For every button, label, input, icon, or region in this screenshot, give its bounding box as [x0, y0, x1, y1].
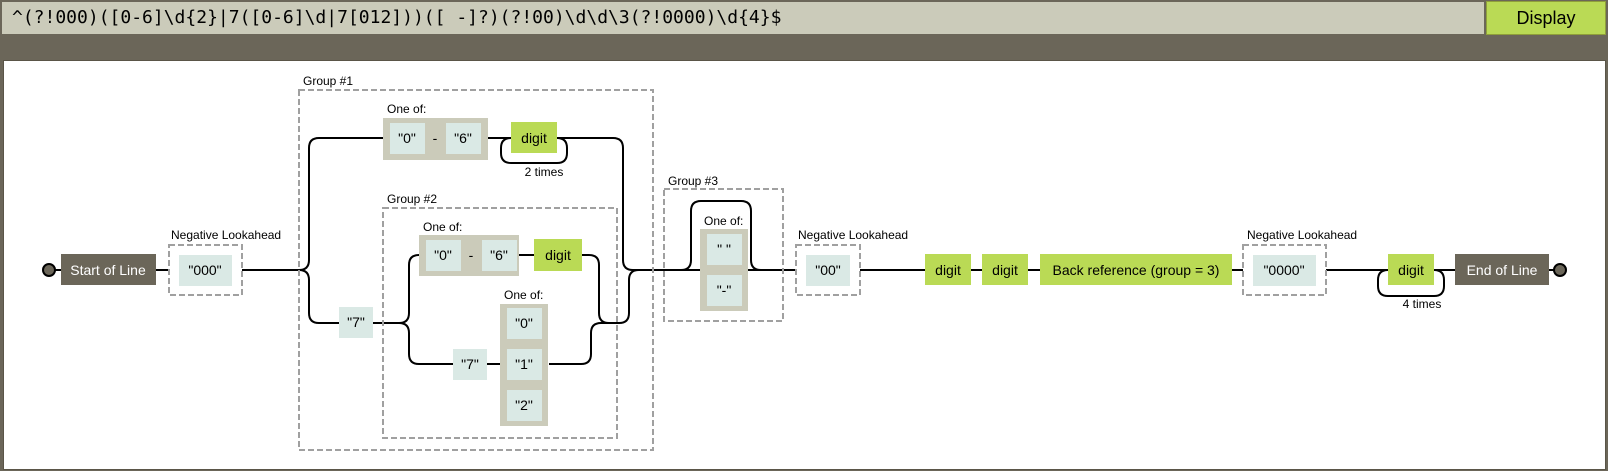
svg-text:2 times: 2 times	[525, 165, 564, 179]
end-of-line-node: End of Line	[1455, 254, 1549, 285]
svg-text:Negative Lookahead: Negative Lookahead	[798, 228, 908, 242]
svg-text:One of:: One of:	[387, 102, 426, 116]
group1-literal-7	[339, 307, 373, 338]
svg-text:"7": "7"	[461, 356, 479, 372]
svg-text:digit: digit	[545, 247, 571, 263]
group2-literal-7	[453, 349, 487, 380]
svg-text:digit: digit	[1398, 262, 1424, 278]
end-terminal-icon	[1553, 263, 1567, 277]
digit-node-a: digit	[925, 254, 971, 285]
svg-text:Start of Line: Start of Line	[70, 262, 146, 278]
svg-text:-: -	[469, 247, 474, 263]
diagram-svg: Start of Line Negative Lookahead "000" G…	[42, 74, 1567, 451]
svg-text:Group #3: Group #3	[668, 174, 718, 188]
svg-text:" ": " "	[717, 241, 731, 257]
svg-text:One of:: One of:	[504, 288, 543, 302]
group1-digit-node	[511, 122, 557, 153]
svg-text:"0": "0"	[515, 315, 533, 331]
svg-text:One of:: One of:	[704, 214, 743, 228]
svg-text:-: -	[433, 130, 438, 146]
negative-lookahead-3: Negative Lookahead "0000"	[1242, 228, 1357, 296]
svg-text:"6": "6"	[454, 130, 472, 146]
svg-text:End of Line: End of Line	[1467, 262, 1538, 278]
svg-text:"0000": "0000"	[1263, 262, 1304, 278]
svg-text:"-": "-"	[717, 282, 732, 298]
svg-text:"1": "1"	[515, 356, 533, 372]
group-3: Group #3 One of: " " "-"	[663, 174, 784, 322]
svg-text:Group #1: Group #1	[303, 74, 353, 88]
digit-node-b: digit	[982, 254, 1028, 285]
backreference-node: Back reference (group = 3)	[1040, 254, 1232, 285]
svg-text:digit: digit	[935, 262, 961, 278]
svg-text:"2": "2"	[515, 397, 533, 413]
negative-lookahead-1: Negative Lookahead "000"	[168, 228, 281, 296]
svg-text:4 times: 4 times	[1403, 297, 1442, 311]
svg-text:Negative Lookahead: Negative Lookahead	[1247, 228, 1357, 242]
regex-input[interactable]	[1, 1, 1485, 35]
svg-text:"6": "6"	[490, 247, 508, 263]
final-digit-node: digit 4 times	[1388, 254, 1441, 311]
toolbar: Display	[0, 0, 1608, 38]
svg-text:"00": "00"	[815, 262, 841, 278]
svg-text:digit: digit	[521, 130, 547, 146]
svg-text:Group #2: Group #2	[387, 192, 437, 206]
start-terminal-icon	[42, 263, 56, 277]
svg-text:"7": "7"	[347, 314, 365, 330]
railroad-diagram: Start of Line Negative Lookahead "000" G…	[3, 60, 1606, 470]
svg-text:One of:: One of:	[423, 220, 462, 234]
svg-text:Back reference (group = 3): Back reference (group = 3)	[1053, 262, 1220, 278]
svg-text:digit: digit	[992, 262, 1018, 278]
group-2: Group #2 One of: "0" - "6" digit "7" One…	[382, 192, 618, 439]
group-1: Group #1 One of: "0" - "6" digit 2 times…	[298, 74, 654, 451]
svg-text:"0": "0"	[398, 130, 416, 146]
svg-text:"000": "000"	[188, 262, 221, 278]
svg-text:"0": "0"	[434, 247, 452, 263]
svg-text:Negative Lookahead: Negative Lookahead	[171, 228, 281, 242]
negative-lookahead-2: Negative Lookahead "00"	[795, 228, 908, 296]
start-of-line-node: Start of Line	[61, 254, 156, 285]
display-button[interactable]: Display	[1486, 1, 1606, 35]
group2-digit-node	[534, 239, 582, 271]
